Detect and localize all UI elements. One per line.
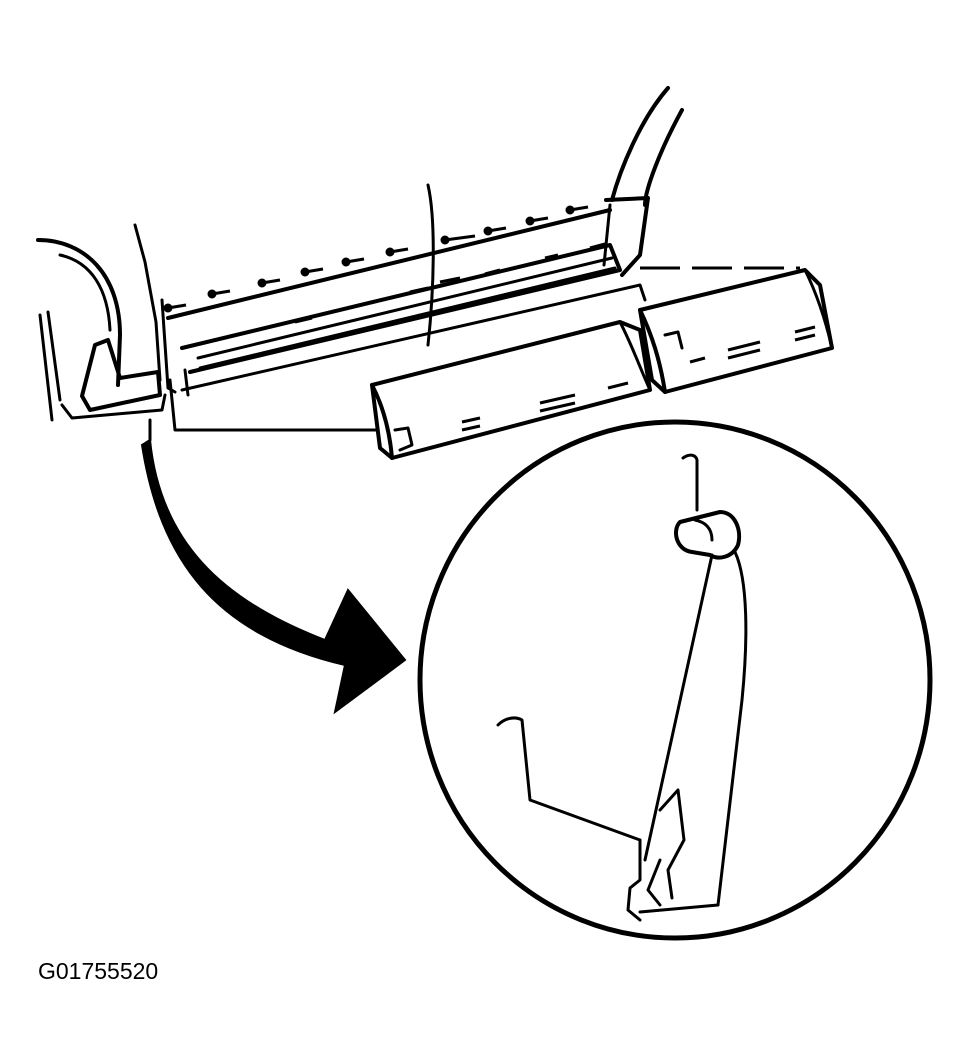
rocker-rail — [166, 208, 647, 432]
wheel-well-arc — [36, 238, 122, 422]
clip-detail — [496, 453, 748, 922]
rocker-molding-front — [370, 320, 652, 460]
figure-id-label: G01755520 — [38, 958, 159, 984]
rocker-molding-rear — [638, 268, 834, 394]
body-sill — [60, 223, 177, 420]
retainer-hole-markers — [163, 205, 606, 338]
detail-view-circle — [417, 419, 933, 941]
door-edge-line — [426, 183, 435, 347]
callout-arrow — [140, 418, 407, 715]
body-pillar — [602, 86, 684, 277]
